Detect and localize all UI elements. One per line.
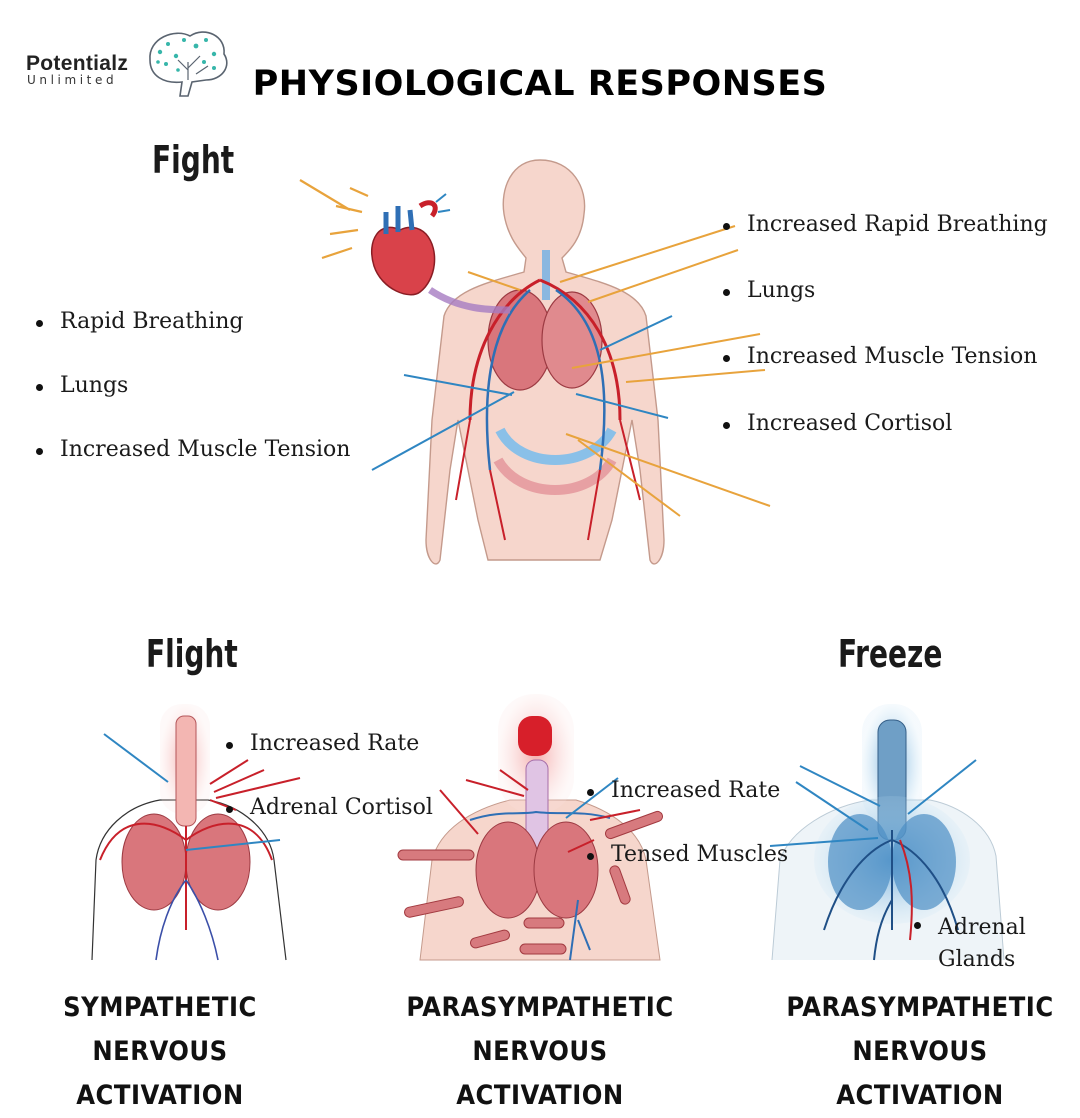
brand-name: Potentialz — [26, 52, 129, 75]
fight-right-list: Increased Rapid Breathing Lungs Increase… — [723, 212, 1063, 436]
freeze-torso-illustration — [771, 704, 1005, 961]
middle-list: Increased Rate Tensed Muscles — [587, 778, 807, 867]
list-item: Increased Rate — [226, 731, 456, 756]
list-item-line: Adrenal — [938, 915, 1026, 940]
list-item: Increased Cortisol — [723, 411, 1063, 436]
flight-title: Flight — [146, 632, 238, 676]
caption-line: ACTIVATION — [76, 1080, 244, 1111]
heart-icon — [299, 179, 511, 314]
bullet-dot-icon — [914, 922, 921, 929]
caption-line: SYMPATHETIC NERVOUS — [63, 992, 257, 1067]
flight-caption: SYMPATHETIC NERVOUS ACTIVATION — [10, 986, 310, 1118]
list-item-line: Glands — [938, 947, 1016, 972]
page-title: PHYSIOLOGICAL RESPONSES — [252, 64, 828, 104]
list-item: Increased Muscle Tension — [723, 345, 1063, 369]
illustration-layer — [91, 31, 1005, 961]
list-item: Rapid Breathing — [36, 309, 376, 334]
list-item: Increased Rapid Breathing — [723, 212, 1063, 237]
fight-left-list: Rapid Breathing Lungs Increased Muscle T… — [36, 309, 376, 463]
middle-caption: PARASYMPATHETIC NERVOUS ACTIVATION — [390, 986, 690, 1118]
list-item: Adrenal Cortisol — [226, 795, 456, 820]
list-item: Increased Muscle Tension — [36, 438, 376, 462]
fight-title: Fight — [152, 138, 235, 182]
flight-leader-arrows — [103, 733, 301, 851]
fight-body-illustration — [425, 159, 665, 565]
list-item: Lungs — [36, 373, 376, 398]
flight-list: Increased Rate Adrenal Cortisol — [226, 731, 456, 820]
fight-leader-arrows — [371, 225, 771, 517]
caption-line: NERVOUS ACTIVATION — [456, 1036, 624, 1111]
freeze-caption: PARASYMPATHETIC NERVOUS ACTIVATION — [770, 986, 1070, 1118]
freeze-list: Adrenal Glands — [914, 912, 1044, 976]
caption-line: NERVOUS ACTIVATION — [836, 1036, 1004, 1111]
freeze-leader-arrows — [769, 759, 977, 847]
freeze-title: Freeze — [838, 632, 943, 676]
middle-torso-illustration — [397, 694, 663, 961]
brain-logo-icon — [149, 31, 228, 97]
caption-line: PARASYMPATHETIC — [786, 992, 1054, 1023]
flight-torso-illustration — [91, 704, 287, 961]
list-item: Tensed Muscles — [587, 842, 807, 867]
list-item: Adrenal Glands — [914, 912, 1044, 976]
middle-leader-arrows — [439, 769, 641, 853]
brand-tagline: Unlimited — [27, 73, 118, 87]
caption-line: PARASYMPATHETIC — [406, 992, 674, 1023]
list-item: Increased Rate — [587, 778, 807, 803]
list-item: Lungs — [723, 278, 1063, 303]
